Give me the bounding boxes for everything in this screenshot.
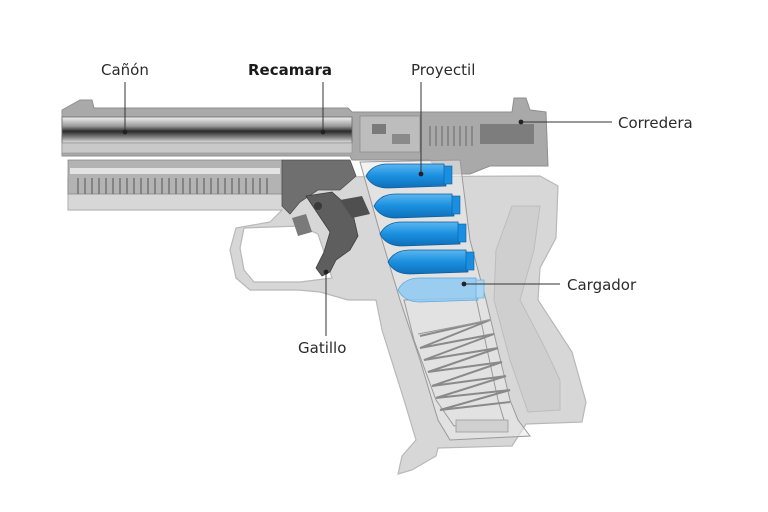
label-proyectil: Proyectil bbox=[411, 61, 475, 79]
label-corredera: Corredera bbox=[618, 114, 693, 132]
label-gatillo: Gatillo bbox=[298, 339, 346, 357]
cartridge bbox=[379, 221, 467, 247]
cartridge-transparent bbox=[397, 277, 485, 303]
cartridge-chambered bbox=[365, 163, 453, 189]
label-recamara-group: Recamara bbox=[248, 61, 332, 135]
label-gatillo-group: Gatillo bbox=[298, 269, 346, 357]
cartridge-stack bbox=[365, 163, 485, 303]
label-recamara: Recamara bbox=[248, 61, 332, 79]
recoil-spring bbox=[67, 159, 283, 195]
label-canon-group: Cañón bbox=[101, 61, 149, 135]
label-cargador-group: Cargador bbox=[461, 276, 637, 294]
magazine-spring bbox=[417, 319, 511, 411]
label-proyectil-group: Proyectil bbox=[411, 61, 475, 177]
barrel bbox=[61, 116, 353, 154]
label-cargador: Cargador bbox=[567, 276, 637, 294]
cartridge bbox=[373, 193, 461, 219]
trigger-mechanism bbox=[281, 159, 370, 277]
label-canon: Cañón bbox=[101, 61, 149, 79]
cartridge bbox=[387, 249, 475, 275]
label-corredera-group: Corredera bbox=[518, 114, 693, 132]
